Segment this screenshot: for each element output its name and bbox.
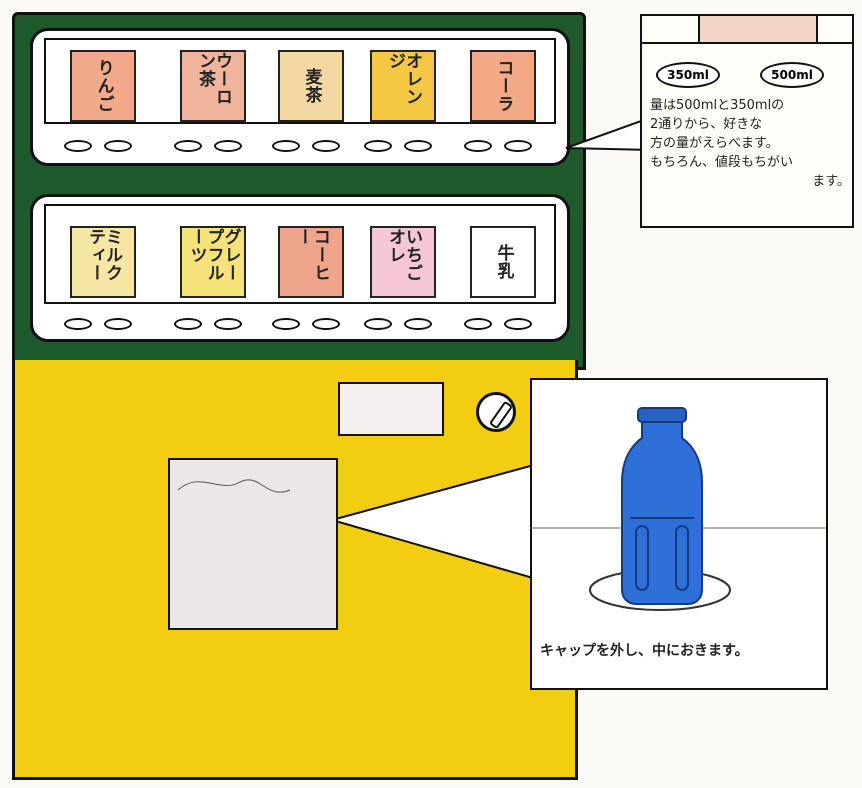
info-line-4: もちろん、値段もちがい bbox=[650, 153, 850, 172]
size-500-badge: 500ml bbox=[760, 62, 824, 88]
bubble-sign-decoration bbox=[698, 14, 818, 44]
outlet-caption: キャップを外し、中におきます。 bbox=[540, 640, 820, 660]
bottle-icon bbox=[622, 408, 702, 604]
info-line-1: 量は500mlと350mlの bbox=[650, 96, 850, 115]
info-bubble: 350ml 500ml 量は500mlと350mlの 2通りから、好きな 方の量… bbox=[640, 14, 854, 228]
bill-slot[interactable] bbox=[338, 382, 444, 436]
bottle-outlet[interactable] bbox=[168, 458, 338, 630]
coin-slot-opening bbox=[489, 401, 513, 430]
coin-slot[interactable] bbox=[476, 392, 516, 432]
size-350-badge: 350ml bbox=[656, 62, 720, 88]
info-text: 量は500mlと350mlの 2通りから、好きな 方の量がえらべます。 もちろん… bbox=[650, 96, 850, 191]
info-line-2: 2通りから、好きな bbox=[650, 115, 850, 134]
outlet-hatch bbox=[170, 460, 336, 628]
info-line-3: 方の量がえらべます。 bbox=[650, 134, 850, 153]
info-line-5: ます。 bbox=[650, 172, 850, 191]
bubble-divider bbox=[642, 42, 852, 44]
